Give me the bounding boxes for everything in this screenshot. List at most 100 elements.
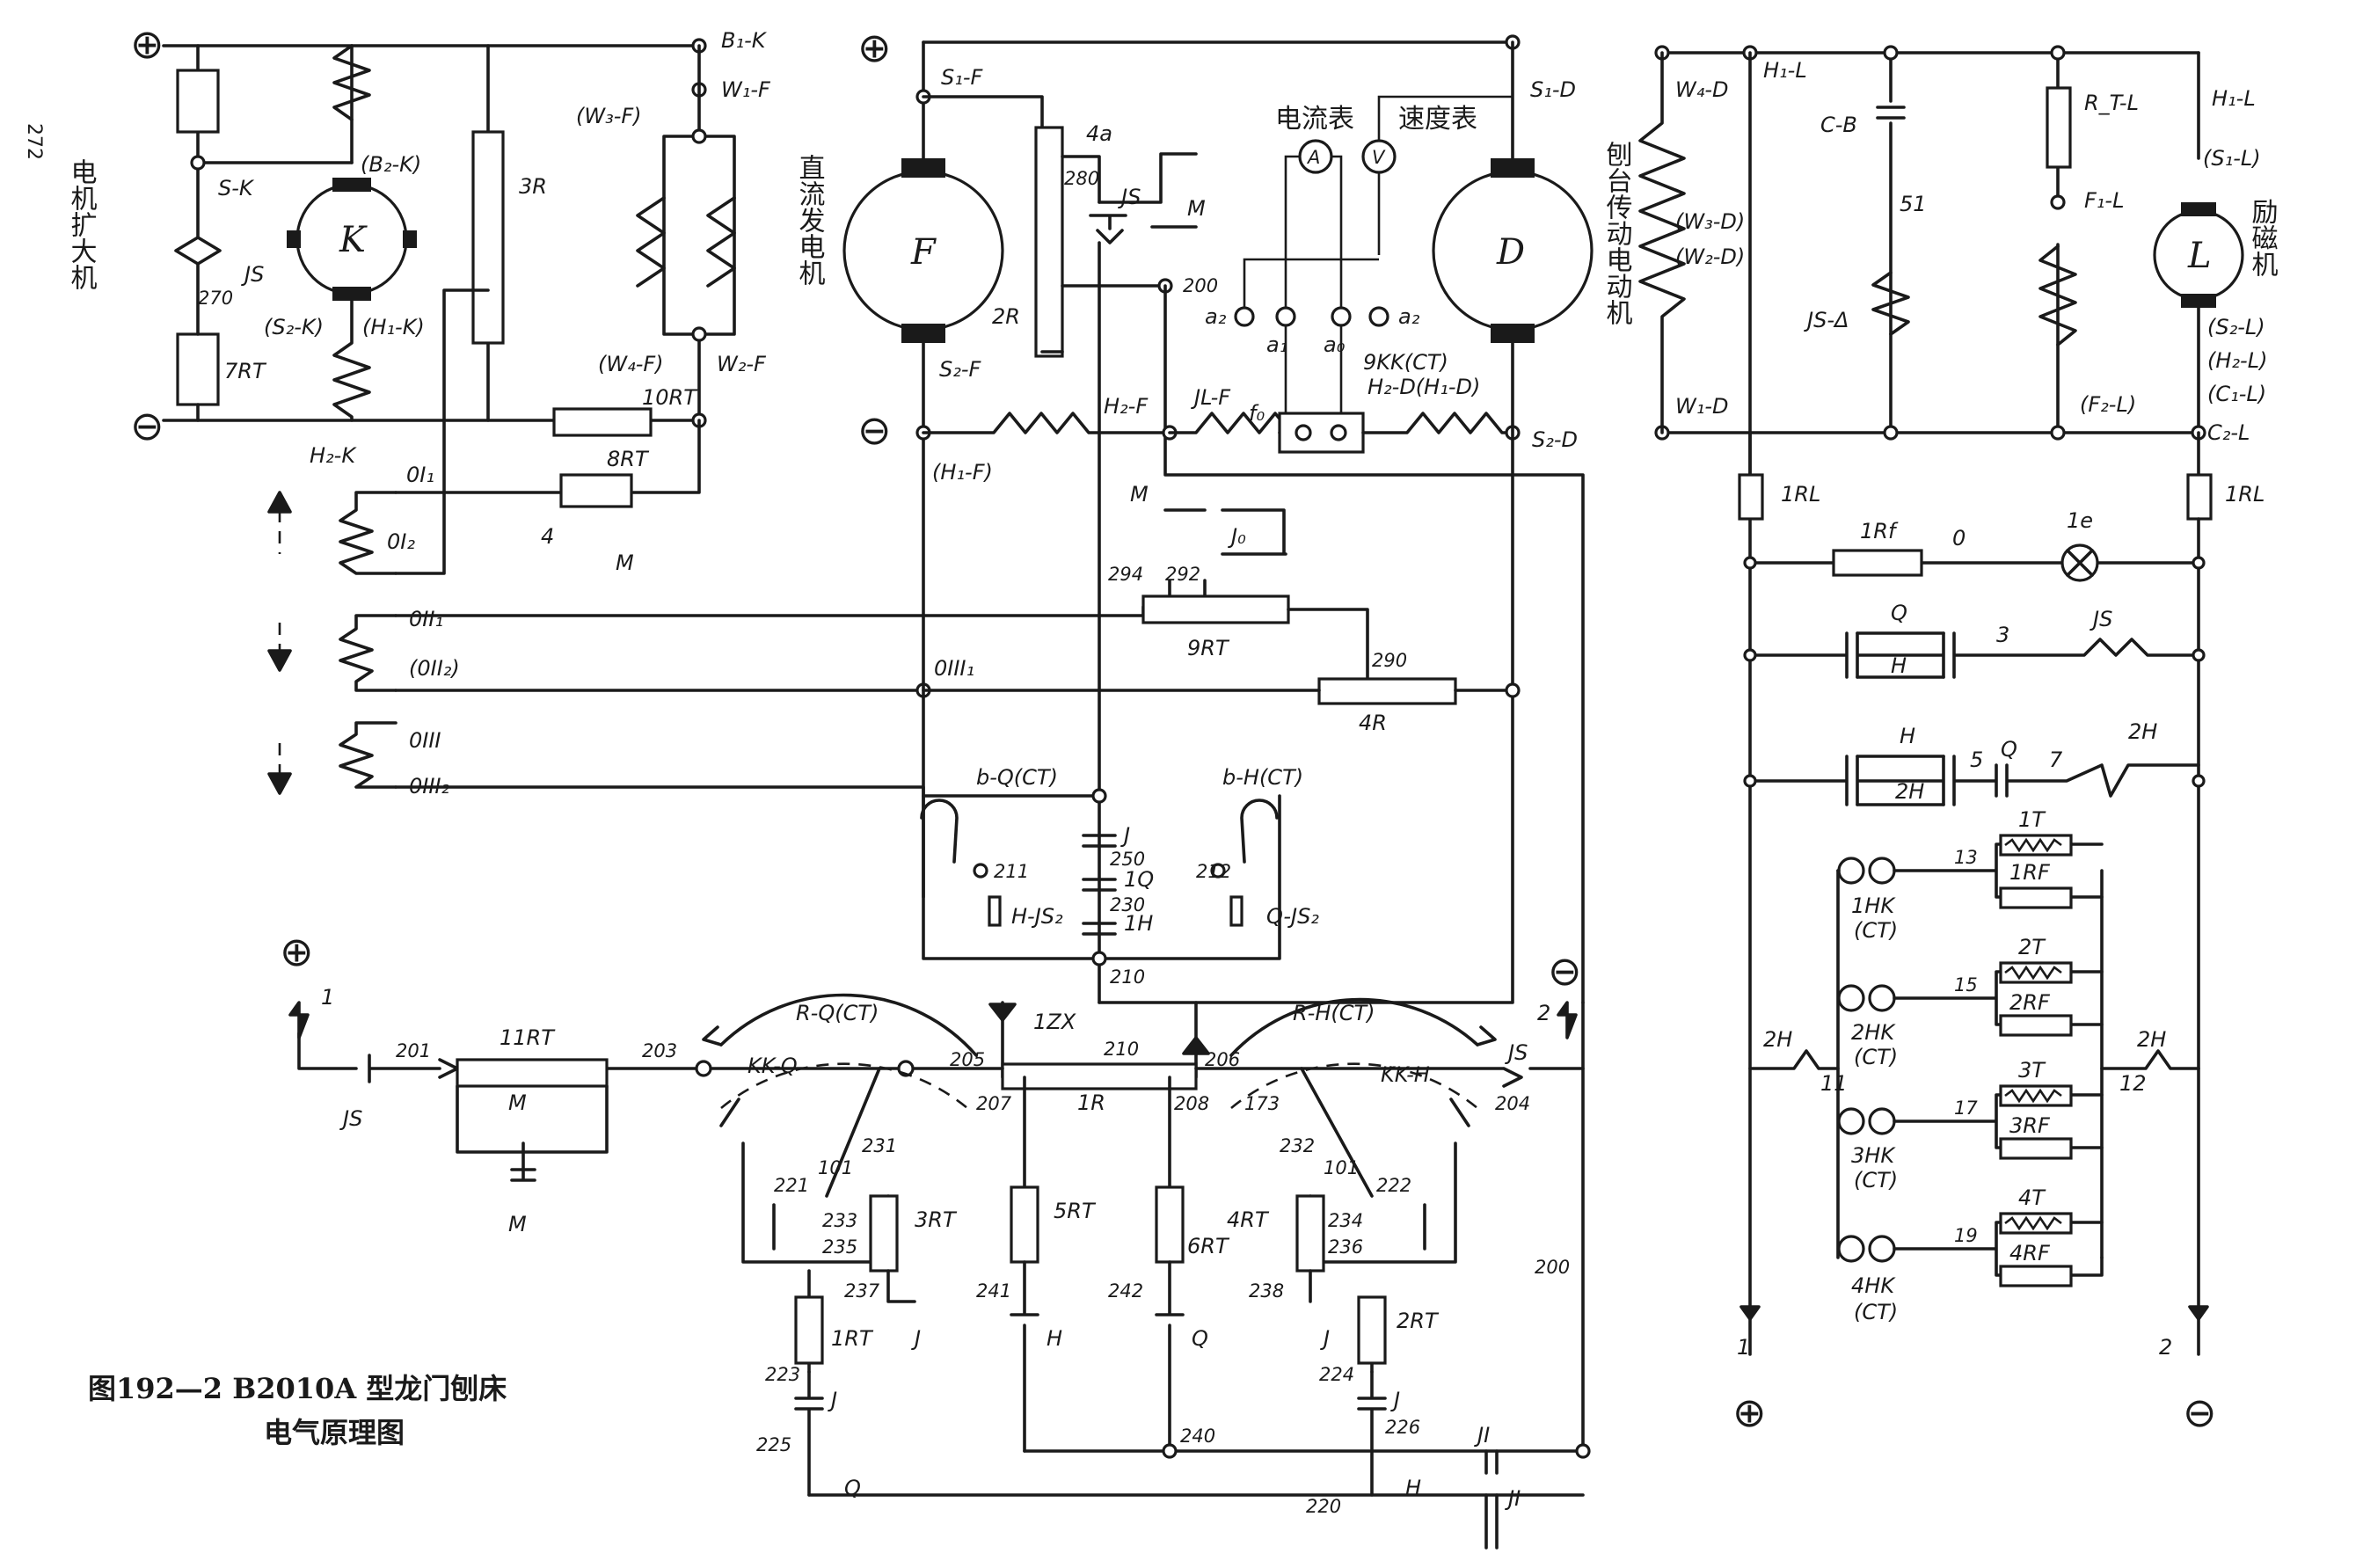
label-f1-l: F₁-L (2084, 188, 2124, 213)
label-h-js2: H-JS₂ (1011, 904, 1063, 929)
resistor-1r (1001, 1062, 1198, 1090)
machine-l-letter: L (2187, 236, 2212, 276)
label-2h-right: 2H (2137, 1027, 2166, 1052)
label-4t: 4T (2018, 1185, 2046, 1210)
label-oi1: 0I₁ (406, 463, 434, 487)
figure-caption-line2: 电气原理图 (264, 1416, 405, 1449)
label-c1-l: (C₁-L) (2207, 382, 2266, 406)
label-js-ctrl: JS (339, 1106, 362, 1131)
label-ammeter: 电流表 (1275, 104, 1354, 135)
label-b-q: b-Q(CT) (976, 765, 1058, 790)
label-1rl-left: 1RL (1781, 482, 1820, 507)
label-280: 280 (1064, 168, 1099, 189)
label-h-row3: H (1900, 724, 1915, 748)
minus-terminal-mid: ⊖ (857, 406, 892, 454)
label-1e: 1e (2067, 508, 2093, 533)
label-207: 207 (976, 1093, 1012, 1114)
label-m-bottom: M (508, 1212, 527, 1236)
label-r-q: R-Q(CT) (796, 1001, 879, 1025)
label-250: 250 (1110, 849, 1145, 870)
label-w2-f: W₂-F (717, 352, 767, 376)
label-211: 211 (994, 861, 1029, 882)
label-m-11rt: M (508, 1090, 527, 1115)
heater-row-1 (1836, 834, 2104, 909)
label-b1-k: B₁-K (721, 28, 768, 53)
label-224: 224 (1319, 1364, 1354, 1385)
label-8rt: 8RT (607, 447, 650, 471)
label-1rt: 1RT (831, 1326, 874, 1351)
label-j-stack: J (1120, 823, 1130, 848)
label-2t: 2T (2018, 935, 2046, 959)
label-s2-k: (S₂-K) (264, 315, 324, 339)
label-ct-1: (CT) (1854, 918, 1898, 943)
label-11: 11 (1820, 1071, 1848, 1096)
label-235: 235 (822, 1236, 857, 1258)
label-1hk: 1HK (1851, 893, 1896, 918)
label-s1-d: S₁-D (1530, 77, 1576, 102)
label-j-223: J (828, 1388, 837, 1412)
plus-terminal-control: ⊕ (280, 928, 314, 975)
page-number: 272 (23, 123, 45, 160)
label-h2-l: (H₂-L) (2207, 348, 2267, 373)
plus-terminal-mid: ⊕ (857, 24, 892, 71)
label-m-8rt: M (616, 551, 634, 575)
heater-row-4 (1837, 1212, 2104, 1287)
label-242: 242 (1108, 1280, 1143, 1302)
label-231: 231 (862, 1135, 897, 1156)
label-9rt: 9RT (1187, 636, 1230, 660)
label-232: 232 (1280, 1135, 1315, 1156)
label-221: 221 (774, 1175, 809, 1196)
label-h2-d: H₂-D(H₁-D) (1367, 375, 1480, 399)
label-1r: 1R (1077, 1090, 1105, 1115)
voltmeter-letter: V (1372, 147, 1386, 168)
label-ct-2: (CT) (1854, 1045, 1898, 1069)
resistor-9rt (1141, 594, 1290, 624)
label-9kk: 9KK(CT) (1363, 350, 1448, 375)
label-19: 19 (1954, 1225, 1978, 1246)
label-1-bottom: 1 (1737, 1335, 1750, 1360)
label-51: 51 (1900, 192, 1927, 216)
label-241: 241 (976, 1280, 1011, 1302)
label-3: 3 (1996, 623, 2009, 647)
minus-terminal-left: ⊖ (130, 402, 164, 449)
label-203: 203 (642, 1040, 677, 1061)
label-q-js2: Q-JS₂ (1266, 904, 1319, 929)
label-kk-q: KK-Q (748, 1054, 798, 1078)
label-236: 236 (1328, 1236, 1363, 1258)
relay-2rt (1357, 1295, 1387, 1365)
label-5rt: 5RT (1054, 1199, 1097, 1223)
label-3hk: 3HK (1851, 1143, 1896, 1168)
label-2-bottom: 2 (2159, 1335, 2172, 1360)
label-240: 240 (1180, 1426, 1215, 1447)
label-238: 238 (1249, 1280, 1284, 1302)
label-230: 230 (1110, 894, 1145, 915)
label-2-ctrl: 2 (1537, 1001, 1550, 1025)
label-j-224: J (1390, 1388, 1400, 1412)
label-1rl-right: 1RL (2225, 482, 2265, 507)
fuse-1rl-left (1738, 473, 1764, 521)
label-3t: 3T (2018, 1058, 2046, 1083)
label-q-242: Q (1192, 1326, 1208, 1351)
heater-3rf (1999, 1137, 2073, 1160)
label-c2-l: C₂-L (2207, 420, 2250, 445)
label-f0: f₀ (1249, 401, 1265, 426)
label-ct-4: (CT) (1854, 1300, 1898, 1324)
ammeter-letter: A (1306, 147, 1320, 168)
label-w3-f: (W₃-F) (576, 104, 642, 128)
label-13: 13 (1954, 847, 1978, 868)
resistor-10rt (552, 407, 653, 437)
label-7rt: 7RT (224, 359, 267, 383)
resistor-rt-l (2046, 86, 2072, 169)
label-ji-bottom: JI (1505, 1486, 1521, 1511)
label-oiii1: 0III₁ (934, 656, 974, 681)
label-f2-l: (F₂-L) (2080, 392, 2136, 417)
label-4rt: 4RT (1227, 1207, 1270, 1232)
heater-4rf (1999, 1265, 2073, 1287)
label-h2-f: H₂-F (1104, 394, 1149, 419)
label-jl-f: JL-F (1191, 385, 1231, 410)
heater-row-2 (1837, 961, 2104, 1037)
label-173: 173 (1244, 1093, 1280, 1114)
label-oii1: 0II₁ (409, 607, 443, 631)
section-title-exciter: 励磁机 (2247, 198, 2279, 277)
